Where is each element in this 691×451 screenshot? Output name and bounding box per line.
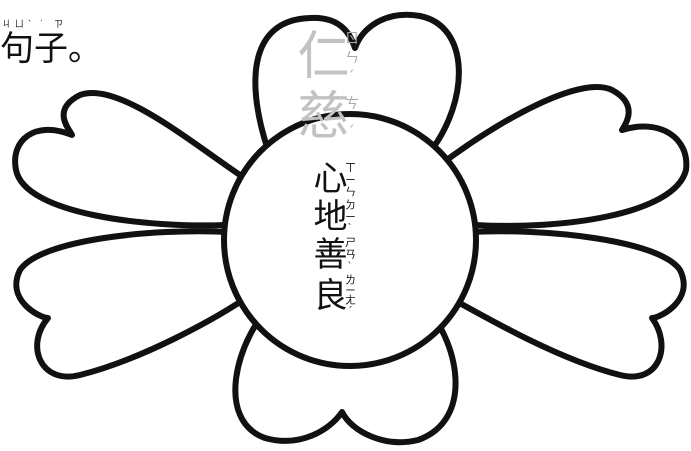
top-word-char: 慈ㄘˊ <box>288 88 359 148</box>
center-phrase-char: 善ㄕㄢˋ <box>307 236 357 274</box>
top-petal-word: 仁ㄖㄣˊ慈ㄘˊ <box>288 28 359 148</box>
center-phrase-char: 心ㄒㄧㄣ <box>307 160 357 198</box>
petal-lower-left <box>13 228 258 380</box>
center-phrase: 心ㄒㄧㄣ地ㄉㄧˋ善ㄕㄢˋ良ㄌㄧㄤˊ <box>307 160 357 318</box>
flower-center-circle <box>221 111 479 369</box>
sentence-char: 子˙ㄗ <box>34 20 68 69</box>
center-phrase-char: 地ㄉㄧˋ <box>307 198 357 236</box>
petal-top <box>252 11 462 155</box>
center-phrase-char: 良ㄌㄧㄤˊ <box>307 274 357 318</box>
petal-lower-right <box>437 228 687 380</box>
top-word-char: 仁ㄖㄣˊ <box>288 28 359 88</box>
sentence-period: 。 <box>68 29 102 69</box>
petal-upper-left <box>12 90 258 229</box>
sentence-label: 句ㄐㄩˋ子˙ㄗ。 <box>0 20 102 66</box>
sentence-char: 句ㄐㄩˋ <box>0 20 34 69</box>
petal-upper-right <box>437 84 690 229</box>
